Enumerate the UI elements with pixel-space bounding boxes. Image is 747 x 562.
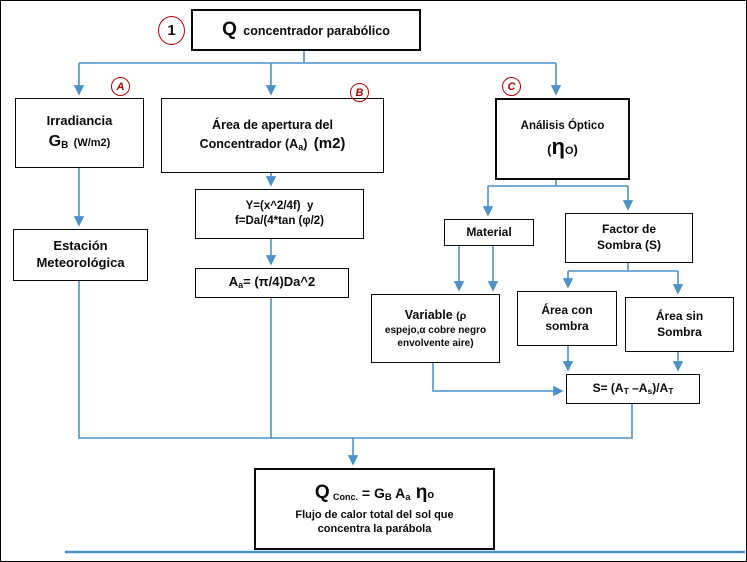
connector-s-collector [353, 402, 633, 439]
resultado-a-sub: a [405, 492, 411, 504]
apertura-line2: Concentrador (Aa) (m2) [200, 134, 346, 154]
node-estacion-meteorologica: Estación Meteorológica [13, 229, 148, 281]
node-material: Material [444, 219, 534, 246]
formula-s-p3: )/A [652, 381, 669, 396]
formula-s-sub1: T [623, 385, 629, 396]
variable-line2: espejo,α cobre negro [384, 324, 487, 336]
title-text: concentrador parabólico [243, 23, 390, 38]
title-q-symbol: Q [222, 18, 237, 40]
material-label: Material [466, 224, 512, 239]
apertura-formula-sub: a [298, 142, 304, 153]
node-factor-sombra: Factor de Sombra (S) [565, 213, 693, 263]
area-sin-line1: Área sin [655, 308, 704, 323]
node-geometria-formulas: Y=(x^2/4f) y f=Da/(4*tan (φ/2) [195, 189, 364, 239]
node-formula-s: S= (AT –As)/AT [566, 374, 700, 404]
variable-lead: Variable [404, 308, 457, 323]
connector-estacion-collector [78, 279, 353, 439]
optico-symbol-line: (ηO) [547, 136, 578, 159]
eta-sub: O [564, 145, 574, 158]
resultado-line2: Flujo de calor total del sol que [295, 509, 454, 522]
node-irradiancia: Irradiancia GB (W/m2) [15, 98, 144, 168]
estacion-line2: Meteorológica [36, 255, 125, 270]
node-area-con-sombra: Área con sombra [517, 291, 617, 346]
branch-b-badge: B [350, 83, 369, 102]
resultado-g-sub: B [384, 492, 392, 504]
apertura-unit: (m2) [313, 135, 346, 153]
node-title: Q concentrador parabólico [191, 9, 421, 51]
formula-s-p2: –A [628, 381, 648, 396]
step-number: 1 [167, 22, 176, 39]
irradiancia-symbol-line: GB (W/m2) [49, 132, 111, 153]
title-line: Q concentrador parabólico [222, 18, 390, 43]
node-analisis-optico: Análisis Óptico (ηO) [495, 98, 630, 180]
resultado-q: Q [314, 482, 330, 504]
irradiancia-unit: (W/m2) [73, 137, 111, 150]
connector-variable-s [432, 361, 564, 397]
formula-aa-post: = (π/4)Da^2 [243, 274, 316, 290]
resultado-formula: Q Conc. = GB Aa ηo [315, 481, 434, 506]
resultado-eta-sub: o [427, 489, 435, 502]
apertura-line1: Área de apertura del [212, 118, 333, 133]
branch-c-badge: C [502, 77, 521, 96]
formula-s-sub2: s [647, 385, 653, 396]
node-resultado: Q Conc. = GB Aa ηo Flujo de calor total … [254, 468, 495, 550]
formula-s-p1: S= (A [592, 381, 624, 396]
geometria-line2: f=Da/(4*tan (φ/2) [234, 215, 325, 227]
resultado-eq: = G [358, 485, 385, 502]
node-area-sin-sombra: Área sin Sombra [625, 297, 734, 352]
variable-line1: Variable (ρ [405, 307, 466, 324]
branch-a-label: A [116, 80, 125, 93]
eta-symbol: η [551, 134, 565, 160]
variable-line3: envolvente aire) [397, 337, 474, 349]
factor-line1: Factor de [601, 222, 656, 237]
area-sin-line2: Sombra [657, 324, 702, 339]
node-formula-aa: Aa= (π/4)Da^2 [195, 268, 349, 298]
branch-b-label: B [355, 86, 364, 99]
step-number-badge: 1 [158, 16, 185, 45]
resultado-q-sub: Conc. [332, 492, 358, 503]
area-con-line1: Área con [541, 302, 593, 317]
branch-a-badge: A [111, 77, 130, 96]
node-apertura: Área de apertura del Concentrador (Aa) (… [161, 98, 384, 173]
resultado-eta: η [410, 482, 428, 504]
formula-aa-line: Aa= (π/4)Da^2 [229, 274, 316, 292]
apertura-formula-pre: Concentrador (A [199, 137, 299, 152]
optico-open-paren: ( [547, 142, 552, 158]
apertura-formula-post: ) [303, 137, 308, 152]
estacion-line1: Estación [53, 238, 108, 254]
variable-paren: (ρ [456, 310, 467, 323]
irradiancia-symbol: G [48, 133, 62, 151]
formula-s-line: S= (AT –As)/AT [593, 381, 674, 397]
irradiancia-title: Irradiancia [46, 113, 113, 129]
optico-close-paren: ) [573, 142, 578, 158]
factor-line2: Sombra (S) [596, 238, 661, 252]
formula-aa-sub: a [238, 280, 244, 291]
branch-c-label: C [507, 80, 516, 93]
area-con-line2: sombra [545, 318, 589, 333]
resultado-line3: concentra la parábola [317, 523, 432, 536]
formula-aa-pre: A [228, 274, 239, 290]
node-variable: Variable (ρ espejo,α cobre negro envolve… [371, 294, 500, 363]
irradiancia-symbol-sub: B [61, 140, 69, 152]
formula-s-sub3: T [668, 385, 674, 396]
geometria-line1: Y=(x^2/4f) y [245, 200, 314, 213]
optico-title: Análisis Óptico [520, 120, 605, 133]
resultado-a: A [391, 485, 406, 502]
